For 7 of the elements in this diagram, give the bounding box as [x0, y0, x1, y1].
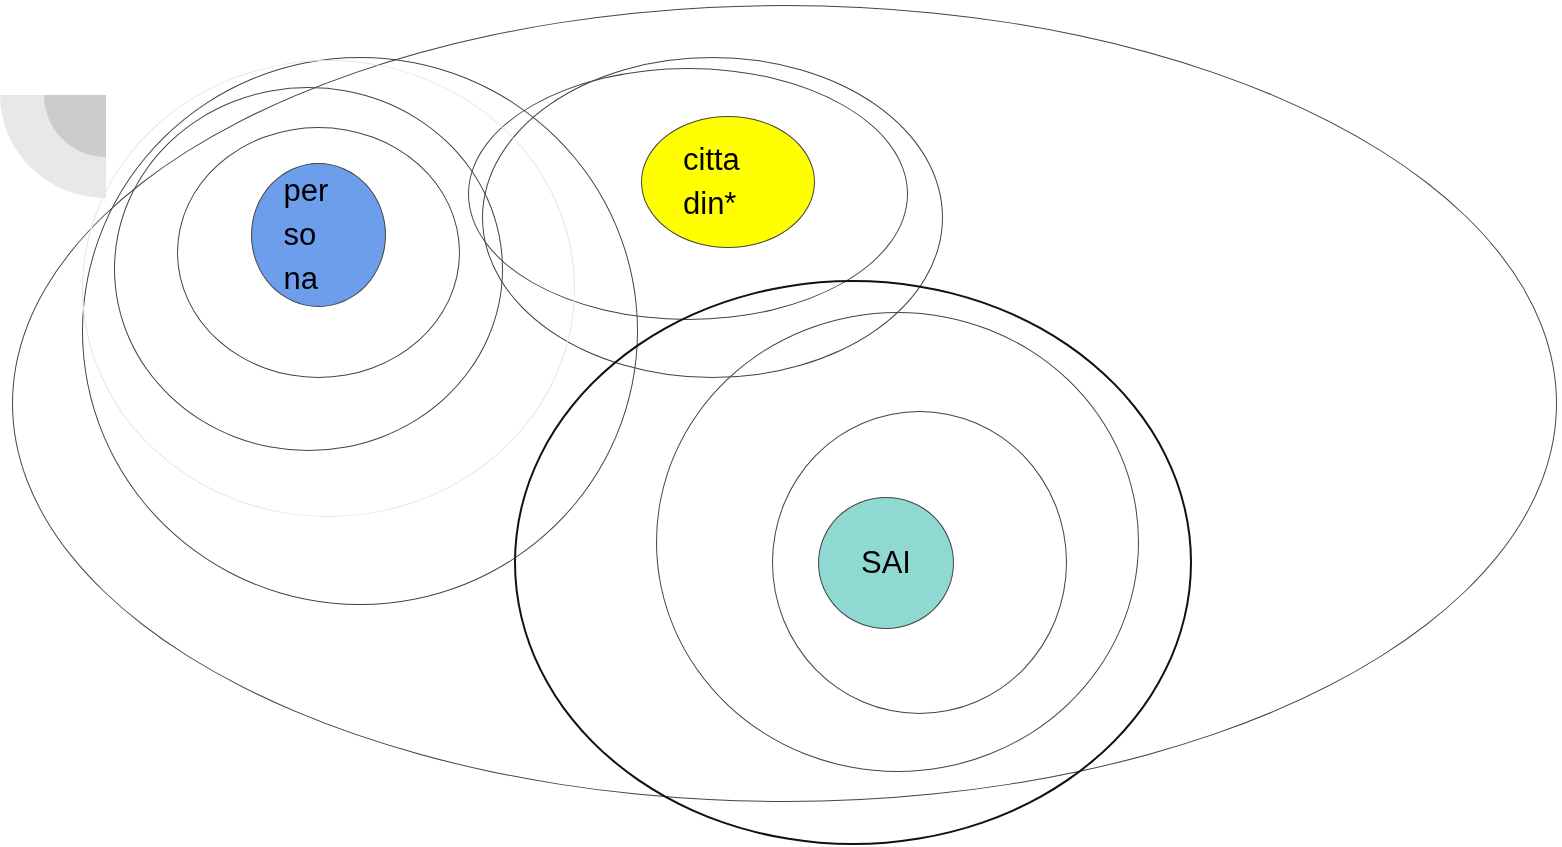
ellipse-outline: [772, 411, 1067, 714]
ellipse-outline: [514, 280, 1192, 845]
ellipse-outline: [177, 127, 460, 378]
node-label: SAI: [861, 544, 911, 582]
node-label: citta din*: [683, 141, 741, 223]
node-label: per so na: [283, 172, 330, 298]
ellipse-outline: [82, 60, 575, 517]
